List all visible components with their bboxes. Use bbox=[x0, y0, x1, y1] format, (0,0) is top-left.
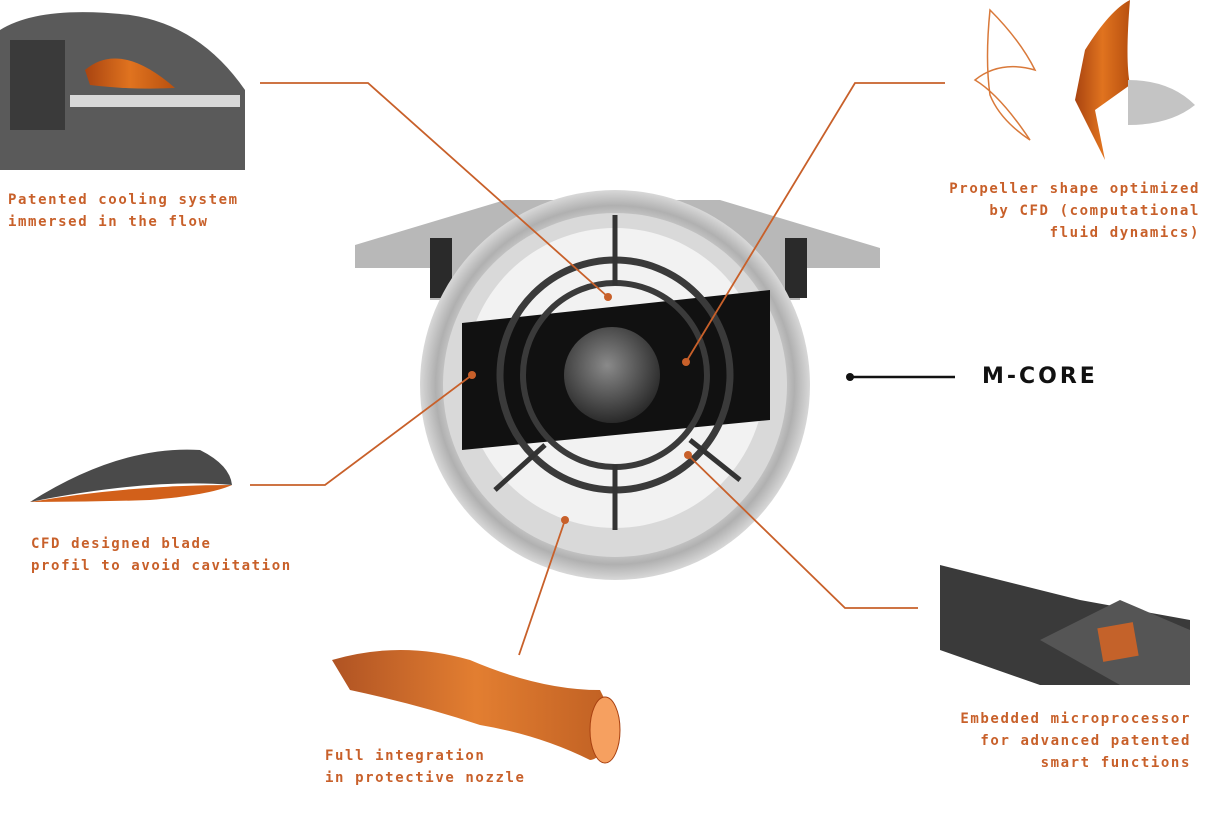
propeller-line-3: fluid dynamics) bbox=[1049, 225, 1200, 241]
microprocessor-line-1: Embedded microprocessor bbox=[960, 711, 1191, 727]
microprocessor-image bbox=[940, 565, 1190, 685]
cooling-line-1: Patented cooling system bbox=[8, 192, 239, 208]
cooling-system-image bbox=[0, 12, 245, 171]
blade-callout: CFD designed blade profil to avoid cavit… bbox=[31, 533, 292, 577]
nozzle-line-1: Full integration bbox=[325, 748, 486, 764]
thruster-image bbox=[355, 190, 880, 580]
propeller-line-1: Propeller shape optimized bbox=[949, 181, 1200, 197]
microprocessor-line-2: for advanced patented bbox=[980, 733, 1191, 749]
title-leader-dot bbox=[846, 373, 854, 381]
blade-line-1: CFD designed blade bbox=[31, 536, 212, 552]
blade-line-2: profil to avoid cavitation bbox=[31, 558, 292, 574]
product-title: M-CORE bbox=[982, 364, 1098, 389]
microprocessor-callout: Embedded microprocessor for advanced pat… bbox=[960, 708, 1191, 774]
nozzle-line-2: in protective nozzle bbox=[325, 770, 526, 786]
cooling-callout: Patented cooling system immersed in the … bbox=[8, 189, 239, 233]
blade-profile-image bbox=[30, 449, 232, 502]
leader-lines bbox=[250, 82, 945, 656]
cooling-line-2: immersed in the flow bbox=[8, 214, 209, 230]
propeller-image bbox=[973, 0, 1195, 160]
nozzle-callout: Full integration in protective nozzle bbox=[325, 745, 526, 789]
propeller-callout: Propeller shape optimized by CFD (comput… bbox=[949, 178, 1200, 244]
nozzle-image bbox=[332, 650, 621, 764]
microprocessor-line-3: smart functions bbox=[1040, 755, 1191, 771]
leader-dots bbox=[468, 293, 692, 524]
propeller-line-2: by CFD (computational bbox=[989, 203, 1200, 219]
